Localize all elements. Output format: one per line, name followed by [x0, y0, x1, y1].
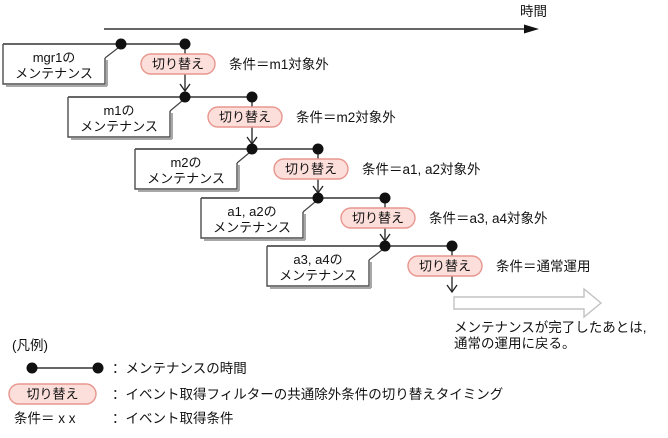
completion-note-line2: 通常の運用に戻る。	[454, 336, 576, 351]
normal-operation-flow: メンテナンスが完了したあとは, 通常の運用に戻る。	[453, 287, 646, 351]
switch-pill-label: 切り替え	[26, 387, 78, 402]
legend-item-label: ：イベント取得条件	[112, 410, 234, 426]
period-start-dot	[246, 143, 258, 155]
box-shadow	[71, 113, 173, 140]
condition-label: 条件＝a3, a4対象外	[429, 210, 548, 226]
period-end-dot	[379, 192, 391, 204]
box-shadow	[138, 165, 240, 192]
box-pointer-line	[169, 100, 183, 112]
box-label-line1: mgr1の	[33, 50, 76, 65]
switch-pill-label: 切り替え	[352, 211, 404, 226]
period-start-dot	[179, 91, 191, 103]
maintenance-row-a1-a2: 切り替え 条件＝a3, a4対象外 a1, a2の メンテナンス	[200, 192, 548, 243]
box-pointer-line	[104, 47, 119, 59]
period-start-dot	[26, 362, 38, 374]
switch-pill	[340, 207, 416, 229]
box-label-line1: m2の	[170, 155, 201, 170]
maintenance-row-a3-a4: 切り替え 条件＝通常運用 a3, a4の メンテナンス	[266, 240, 591, 294]
maintenance-box	[134, 149, 238, 190]
legend-item-condition: 条件＝ x x ：イベント取得条件	[14, 410, 234, 426]
maintenance-box	[2, 44, 106, 85]
flow-arrow-icon	[453, 287, 603, 319]
maintenance-row-m1: 切り替え 条件＝m2対象外 m1の メンテナンス	[67, 91, 396, 146]
maintenance-box	[200, 198, 304, 239]
condition-label: 条件＝通常運用	[496, 258, 591, 274]
box-shadow	[270, 262, 372, 289]
down-arrow-icon	[446, 284, 458, 294]
period-end-dot	[446, 240, 458, 252]
legend-item-label: ：イベント取得フィルターの共通除外条件の切り替えタイミング	[112, 386, 503, 402]
completion-note-line1: メンテナンスが完了したあとは,	[454, 320, 646, 335]
switch-pill	[140, 53, 216, 75]
switch-pill	[207, 106, 283, 128]
maintenance-row-mgr1: 切り替え 条件＝m1対象外 mgr1の メンテナンス	[2, 38, 329, 93]
switch-pill	[407, 255, 483, 277]
box-shadow	[204, 214, 306, 241]
box-label-line2: メンテナンス	[279, 268, 357, 283]
condition-label: 条件＝a1, a2対象外	[362, 161, 481, 177]
condition-label: 条件＝m2対象外	[296, 109, 396, 125]
condition-label: 条件＝m1対象外	[229, 56, 329, 72]
condition-symbol-label: 条件＝ x x	[14, 410, 76, 426]
box-label-line2: メンテナンス	[15, 66, 93, 81]
maintenance-box-fill	[3, 44, 105, 84]
box-label-line2: メンテナンス	[213, 220, 291, 235]
maintenance-box	[67, 97, 171, 138]
period-start-dot	[379, 240, 391, 252]
maintenance-box-fill	[68, 97, 170, 137]
maintenance-box-fill	[135, 149, 237, 189]
legend: (凡例) ：メンテナンスの時間 切り替え ：イベント取得フィルターの共通除外条件…	[8, 338, 503, 426]
legend-item-label: ：メンテナンスの時間	[112, 361, 247, 376]
time-axis-arrow-icon	[524, 24, 539, 34]
period-start-dot	[312, 192, 324, 204]
box-label-line2: メンテナンス	[80, 119, 158, 134]
time-axis-label: 時間	[520, 4, 547, 19]
period-start-dot	[115, 38, 127, 50]
box-label-line2: メンテナンス	[147, 171, 225, 186]
box-label-line1: a3, a4の	[293, 252, 342, 267]
box-pointer-line	[236, 152, 250, 164]
period-end-dot	[92, 362, 104, 374]
switch-pill-label: 切り替え	[152, 57, 204, 72]
switch-pill-label: 切り替え	[285, 162, 337, 177]
period-end-dot	[246, 91, 258, 103]
down-arrow-icon	[179, 83, 191, 93]
period-end-dot	[312, 143, 324, 155]
maintenance-box-fill	[201, 198, 303, 238]
box-pointer-line	[302, 201, 316, 213]
box-label-line1: a1, a2の	[227, 204, 276, 219]
box-label-line1: m1の	[103, 103, 134, 118]
switch-pill-label: 切り替え	[419, 259, 471, 274]
legend-heading: (凡例)	[12, 338, 48, 353]
box-shadow	[6, 60, 108, 87]
switch-pill	[273, 158, 349, 180]
time-axis: 時間	[104, 4, 547, 34]
period-end-dot	[179, 38, 191, 50]
switch-pill	[8, 383, 97, 405]
box-pointer-line	[368, 249, 383, 261]
maintenance-box	[266, 246, 370, 287]
legend-item-maintenance-period: ：メンテナンスの時間	[26, 361, 247, 376]
maintenance-row-m2: 切り替え 条件＝a1, a2対象外 m2の メンテナンス	[134, 143, 481, 195]
legend-item-switch: 切り替え ：イベント取得フィルターの共通除外条件の切り替えタイミング	[8, 383, 503, 405]
maintenance-box-fill	[267, 246, 369, 286]
switch-pill-label: 切り替え	[219, 110, 271, 125]
